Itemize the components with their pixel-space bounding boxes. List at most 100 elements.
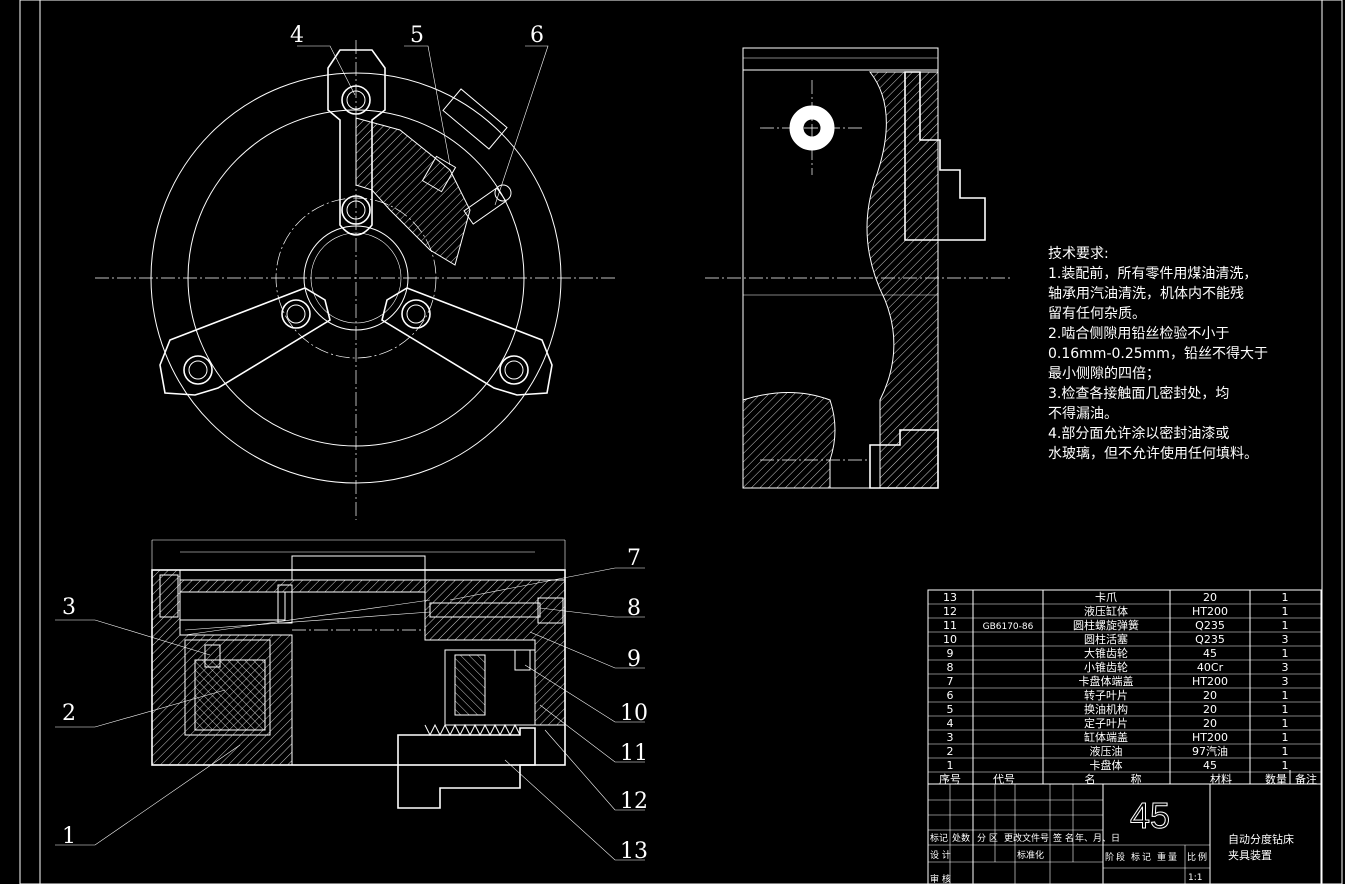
bom-cell-mat: HT200 — [1192, 675, 1228, 688]
bom-cell-no: 7 — [947, 675, 954, 688]
bom-header: 代号 — [993, 773, 1015, 786]
part-label-3: 3 — [62, 595, 76, 620]
tech-title: 技术要求: — [1048, 246, 1109, 262]
rev-col: 分 区 — [977, 833, 998, 844]
bom-cell-no: 2 — [947, 745, 954, 758]
bom-cell-qty: 1 — [1282, 605, 1289, 618]
part-label-7: 7 — [627, 546, 641, 571]
rev-col: 年、月、日 — [1075, 832, 1120, 844]
drawing-frame — [19, 0, 1343, 884]
bom-cell-name: 缸体端盖 — [1084, 730, 1128, 744]
bom-cell-name: 小锥齿轮 — [1084, 660, 1128, 674]
bom-cell-qty: 1 — [1282, 717, 1289, 730]
bom-header: 数量 — [1265, 773, 1287, 786]
bom-cell-qty: 1 — [1282, 703, 1289, 716]
part-label-9: 9 — [627, 647, 641, 672]
bom-cell-no: 11 — [943, 619, 957, 632]
bom-cell-no: 4 — [947, 717, 954, 730]
bom-cell-mat: 20 — [1203, 717, 1217, 730]
bom-cell-name: 卡盘体端盖 — [1079, 674, 1134, 688]
bom-cell-name: 大锥齿轮 — [1084, 646, 1128, 660]
bom-cell-mat: 40Cr — [1197, 661, 1224, 674]
title-block: 45 自动分度钻床 夹具装置 标记 处数 分 区 更改文件号 签 名 年、月、日… — [927, 783, 1322, 884]
bom-cell-name: 定子叶片 — [1084, 716, 1128, 730]
tech-line: 4.部分面允许涂以密封油漆或 — [1048, 425, 1229, 442]
rev-col: 签 名 — [1053, 832, 1074, 844]
bom-cell-mat: HT200 — [1192, 731, 1228, 744]
material-code: 45 — [1130, 795, 1170, 836]
tech-line: 1.装配前，所有零件用煤油清洗， — [1048, 265, 1257, 282]
rev-col: 更改文件号 — [1004, 832, 1049, 844]
bom-header: 序号 — [939, 772, 961, 786]
bom-cell-no: 13 — [943, 591, 957, 604]
bom-cell-name: 液压油 — [1090, 744, 1123, 758]
bom-cell-mat: Q235 — [1195, 633, 1225, 646]
rev-col: 处数 — [952, 832, 970, 844]
bom-header: 名 — [1085, 772, 1096, 786]
bom-cell-qty: 1 — [1282, 647, 1289, 660]
section-view — [55, 539, 645, 861]
bom-cell-no: 5 — [947, 703, 954, 716]
design-label: 设 计 — [930, 849, 951, 861]
tech-requirements: 技术要求: 1.装配前，所有零件用煤油清洗， 轴承用汽油清洗，机体内不能残 留有… — [1048, 246, 1268, 462]
bom-cell-qty: 1 — [1282, 591, 1289, 604]
bom-cell-mat: HT200 — [1192, 605, 1228, 618]
bom-cell-qty: 3 — [1282, 675, 1289, 688]
bom-cell-no: 10 — [943, 633, 957, 646]
bom-cell-no: 6 — [947, 689, 954, 702]
stage-col: 重 — [1157, 851, 1166, 863]
tech-line: 轴承用汽油清洗，机体内不能残 — [1048, 286, 1244, 302]
bom-cell-name: 换油机构 — [1084, 702, 1128, 716]
scale-value: 1:1 — [1188, 873, 1202, 883]
stage-col: 例 — [1198, 851, 1207, 863]
bom-cell-no: 3 — [947, 731, 954, 744]
part-label-4: 4 — [290, 23, 304, 48]
bom-cell-name: 液压缸体 — [1084, 604, 1128, 618]
side-view — [705, 47, 1010, 489]
tech-line: 留有任何杂质。 — [1048, 306, 1146, 322]
part-label-12: 12 — [620, 789, 648, 814]
stage-col: 段 — [1116, 851, 1125, 863]
tech-line: 2.啮合侧隙用铅丝检验不小于 — [1048, 326, 1229, 342]
bom-cell-name: 转子叶片 — [1084, 688, 1128, 702]
tech-line: 3.检查各接触面几密封处，均 — [1048, 385, 1229, 402]
bom-cell-name: 卡盘体 — [1090, 758, 1123, 772]
bom-header: 材料 — [1210, 772, 1232, 786]
tech-line: 最小侧隙的四倍； — [1048, 366, 1160, 382]
bom-cell-qty: 3 — [1282, 633, 1289, 646]
drawing-title-1: 自动分度钻床 — [1228, 832, 1294, 846]
bom-cell-no: 8 — [947, 661, 954, 674]
bom-header: 备注 — [1295, 772, 1317, 786]
review-label: 审 核 — [930, 873, 951, 884]
bom-cell-qty: 1 — [1282, 689, 1289, 702]
bom-cell-mat: 45 — [1203, 647, 1217, 660]
drawing-title-2: 夹具装置 — [1228, 849, 1272, 862]
tech-line: 0.16mm-0.25mm，铅丝不得大于 — [1048, 345, 1268, 362]
stage-col: 标 — [1131, 851, 1140, 863]
bom-cell-qty: 3 — [1282, 661, 1289, 674]
tech-line: 不得漏油。 — [1048, 405, 1118, 422]
front-view — [95, 40, 615, 520]
bom-cell-name: 圆柱活塞 — [1084, 632, 1128, 646]
stage-col: 记 — [1142, 852, 1151, 863]
bom-cell-no: 1 — [947, 759, 954, 772]
tech-line: 水玻璃，但不允许使用任何填料。 — [1048, 445, 1258, 462]
part-label-11: 11 — [620, 741, 648, 766]
bom-cell-mat: 20 — [1203, 703, 1217, 716]
bom-cell-qty: 1 — [1282, 619, 1289, 632]
bom-cell-qty: 1 — [1282, 731, 1289, 744]
rev-col: 标记 — [930, 832, 948, 844]
part-label-10: 10 — [620, 701, 648, 726]
bom-cell-mat: 97汽油 — [1192, 744, 1228, 758]
bom-cell-mat: Q235 — [1195, 619, 1225, 632]
part-label-13: 13 — [620, 839, 648, 864]
bom-cell-qty: 1 — [1282, 745, 1289, 758]
bom-cell-name: 圆柱螺旋弹簧 — [1073, 618, 1139, 632]
std-label: 标准化 — [1017, 849, 1044, 861]
stage-col: 量 — [1168, 852, 1177, 863]
bom-cell-mat: 20 — [1203, 689, 1217, 702]
bom-cell-name: 卡爪 — [1095, 591, 1117, 604]
stage-col: 阶 — [1105, 851, 1114, 863]
